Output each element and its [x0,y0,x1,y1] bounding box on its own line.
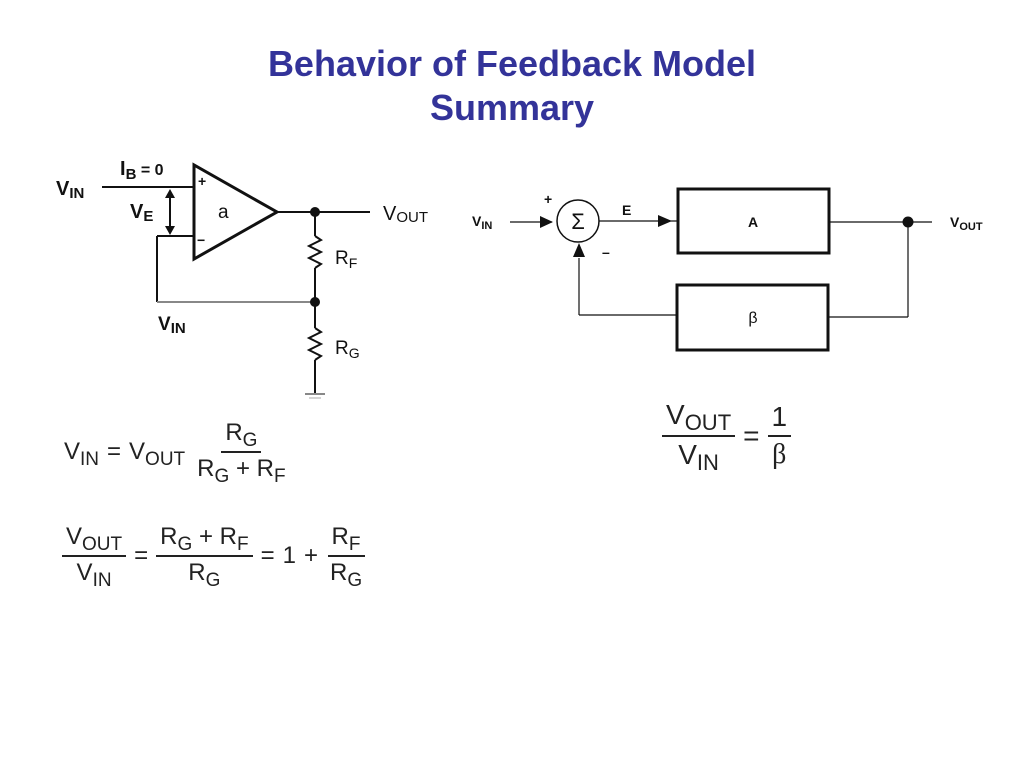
eq1-fraction: RG RG + RF [193,418,289,487]
bd-vout-label: VOUT [950,214,983,233]
ve-arrow-up [165,189,175,198]
error-label: E [622,202,631,218]
minus-input-sign: − [197,232,205,248]
equation-gain: VOUT VIN = RG + RF RG = 1 + RF RG [62,522,366,591]
eq2-mid-fraction: RG + RF RG [156,522,253,591]
vout-label: VOUT [383,203,428,226]
eq1-coef: VOUT [129,438,186,470]
block-diagram [510,187,932,352]
equation-vin-divider: VIN = VOUT RG RG + RF [64,418,290,487]
ib-label: IB = 0 [120,158,164,183]
eq2-ratio-fraction: RF RG [326,522,366,591]
opamp-labels: VIN IB = 0 VE + − a VOUT RF RG VIN [56,158,428,361]
rg-label: RG [335,338,360,361]
plus-input-sign: + [198,173,206,189]
title-line-2: Summary [429,87,595,128]
eq2-equals: = [134,542,149,569]
title-line-1: Behavior of Feedback Model [267,43,757,84]
gain-label: a [218,202,229,223]
bd-minus-sign: – [602,244,610,260]
vin-label: VIN [56,178,84,202]
ve-label: VE [130,201,153,225]
block-labels: VIN + – Σ E A β VOUT [472,191,983,327]
bd-vin-label: VIN [472,213,492,232]
eq3-lhs-fraction: VOUT VIN [662,398,736,475]
feedback-block-label: β [748,310,757,327]
eq1-numerator: RG [221,418,262,453]
eq2-one: 1 [282,542,296,569]
eq2-lhs-fraction: VOUT VIN [62,522,127,591]
rf-resistor [306,235,324,269]
eq1-equals: = [107,438,122,465]
vin-arrowhead [540,216,553,228]
feedback-block-beta [675,283,830,352]
ve-arrow-down [165,226,175,235]
forward-block-label: A [748,214,758,230]
vin-node-label: VIN [158,314,186,337]
slide-title: Behavior of Feedback Model Summary [0,42,1024,130]
error-arrowhead [658,215,672,227]
feedback-arrowhead [573,243,585,257]
bd-plus-sign: + [544,191,552,207]
opamp-circuit [102,162,370,399]
eq3-equals: = [743,420,760,451]
eq2-plus: + [303,542,318,569]
equation-beta-gain: VOUT VIN = 1 β [662,398,792,475]
eq1-denominator: RG + RF [197,455,286,487]
sigma-symbol: Σ [571,209,585,234]
eq3-rhs-fraction: 1 β [767,400,792,472]
rf-label: RF [335,248,357,271]
rg-resistor [306,327,324,361]
eq2-equals-2: = [260,542,275,569]
forward-block-a [676,187,831,255]
opamp-triangle [192,162,281,262]
eq1-lhs: VIN [64,438,100,470]
